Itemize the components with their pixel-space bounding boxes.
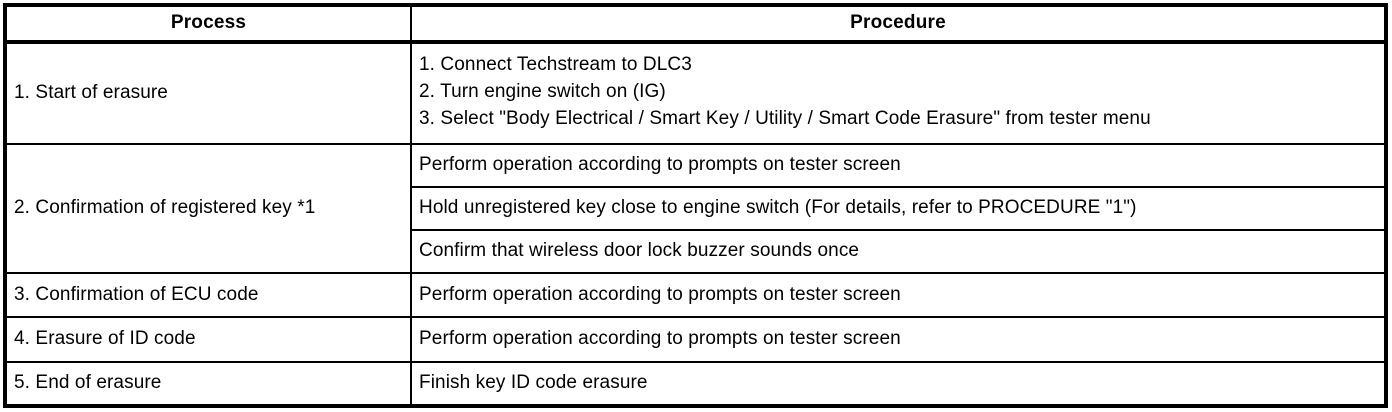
procedure-cell-erasure-of-id-code: Perform operation according to prompts o… xyxy=(411,317,1386,363)
procedure-cell-confirmation-of-ecu-code: Perform operation according to prompts o… xyxy=(411,273,1386,319)
procedure-cell-registered-key-step-1: Perform operation according to prompts o… xyxy=(411,143,1386,188)
procedure-step: 2. Turn engine switch on (IG) xyxy=(419,81,666,103)
procedure-step-list: 1. Connect Techstream to DLC3 2. Turn en… xyxy=(419,52,1378,133)
procedure-cell-registered-key-step-2: Hold unregistered key close to engine sw… xyxy=(411,186,1386,232)
table-row: 5. End of erasure Finish key ID code era… xyxy=(5,361,1386,406)
table-row: 1. Start of erasure 1. Connect Techstrea… xyxy=(5,42,1386,145)
procedure-cell-registered-key-step-3: Confirm that wireless door lock buzzer s… xyxy=(411,230,1386,275)
process-cell-erasure-of-id-code: 4. Erasure of ID code xyxy=(5,317,412,363)
table-row: 4. Erasure of ID code Perform operation … xyxy=(5,317,1386,363)
procedure-cell-end-of-erasure: Finish key ID code erasure xyxy=(419,371,648,393)
process-procedure-table: Process Procedure 1. Start of erasure 1.… xyxy=(3,3,1388,408)
header-row: Process Procedure xyxy=(5,5,1386,44)
table-row: Confirm that wireless door lock buzzer s… xyxy=(5,230,1386,275)
table-row: 2. Confirmation of registered key *1 Per… xyxy=(5,143,1386,275)
table-header: Process Procedure xyxy=(5,5,1386,44)
table-row: 3. Confirmation of ECU code Perform oper… xyxy=(5,273,1386,319)
table-body: 1. Start of erasure 1. Connect Techstrea… xyxy=(5,42,1386,406)
process-cell-confirmation-of-registered-key: 2. Confirmation of registered key *1 xyxy=(5,143,412,275)
process-cell-confirmation-of-ecu-code: 3. Confirmation of ECU code xyxy=(5,273,412,319)
procedure-step: 1. Connect Techstream to DLC3 xyxy=(419,54,692,76)
procedure-step: 3. Select "Body Electrical / Smart Key /… xyxy=(419,108,1151,130)
procedure-cell-start-of-erasure: 1. Connect Techstream to DLC3 2. Turn en… xyxy=(411,42,1386,145)
column-header-procedure: Procedure xyxy=(411,5,1386,44)
column-header-process: Process xyxy=(5,5,412,44)
process-cell-start-of-erasure: 1. Start of erasure xyxy=(5,42,412,145)
table-row: Hold unregistered key close to engine sw… xyxy=(5,186,1386,232)
process-cell-end-of-erasure: 5. End of erasure xyxy=(5,361,412,406)
